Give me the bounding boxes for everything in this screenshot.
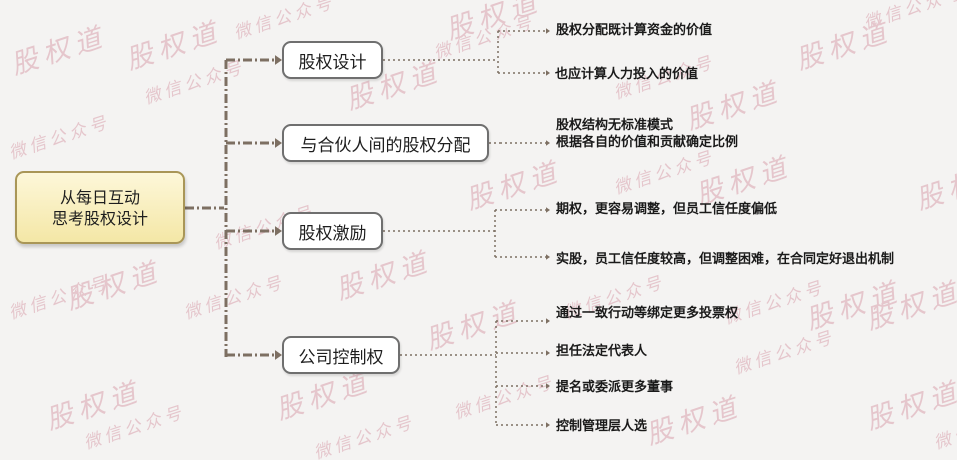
leaf-voting-rights: 通过一致行动等绑定更多投票权 (556, 306, 739, 321)
leaf-options: 期权，更容易调整，但员工信任度偏低 (556, 202, 778, 217)
root-node: 从每日互动 思考股权设计 (15, 171, 185, 244)
arrowhead (546, 254, 550, 260)
arrowhead (275, 226, 282, 236)
leaf-ratio-by-contribution: 根据各自的价值和贡献确定比例 (556, 135, 739, 150)
branch-equity-incentive: 股权激励 (282, 212, 383, 250)
arrowhead (546, 383, 550, 389)
arrowhead (275, 350, 282, 360)
leaf-legal-representative: 担任法定代表人 (556, 344, 648, 359)
arrowhead (546, 70, 550, 76)
branch-equity-design: 股权设计 (282, 41, 383, 79)
leaf-real-shares: 实股，员工信任度较高，但调整困难，在合同定好退出机制 (556, 252, 895, 267)
arrowhead (546, 318, 550, 324)
leaf-control-management: 控制管理层人选 (556, 419, 648, 434)
arrowhead (546, 28, 550, 34)
root-line-2: 思考股权设计 (51, 208, 148, 228)
arrowhead (275, 138, 282, 148)
leaf-appoint-directors: 提名或委派更多董事 (556, 380, 674, 395)
leaf-capital-value: 股权分配既计算资金的价值 (556, 23, 713, 38)
branch-partner-allocation: 与合伙人间的股权分配 (282, 124, 489, 162)
arrowhead (546, 422, 550, 428)
branch-company-control: 公司控制权 (282, 336, 400, 374)
arrowhead (546, 140, 550, 146)
arrowhead (275, 55, 282, 65)
leaf-no-standard-model: 股权结构无标准模式 (556, 118, 674, 133)
arrowhead (546, 207, 550, 213)
root-line-1: 从每日互动 (59, 187, 140, 207)
leaf-labor-value: 也应计算人力投入的价值 (555, 67, 699, 82)
arrowhead (546, 350, 550, 356)
